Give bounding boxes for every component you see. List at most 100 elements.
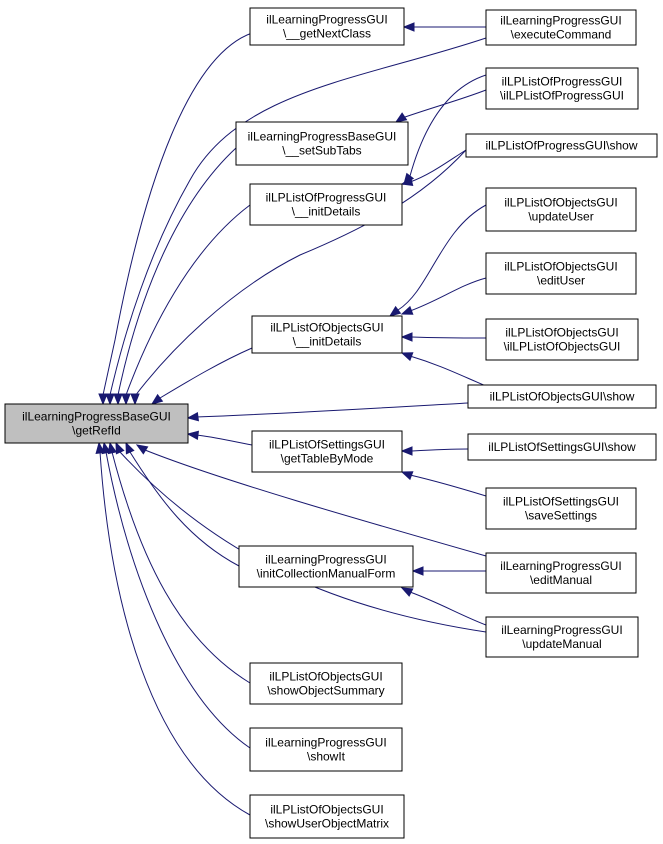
node-label: ilLPListOfProgressGUI	[502, 75, 623, 89]
node-label: ilLearningProgressGUI	[500, 559, 621, 573]
node-label: ilLPListOfProgressGUI	[266, 191, 387, 205]
node-n1[interactable]: ilLearningProgressGUI\__getNextClass	[249, 7, 405, 46]
node-label: \editManual	[530, 573, 592, 587]
arrowhead	[150, 393, 164, 405]
node-r1[interactable]: ilLearningProgressGUI\executeCommand	[485, 9, 637, 46]
node-box	[4, 403, 189, 444]
node-box	[249, 183, 403, 226]
node-n9[interactable]: ilLPListOfObjectsGUI\showUserObjectMatri…	[249, 794, 405, 839]
node-root[interactable]: ilLearningProgressBaseGUI\getRefId	[4, 403, 189, 444]
edge-line	[102, 32, 253, 396]
node-label: \__initDetails	[292, 205, 361, 219]
edge-13	[95, 441, 251, 816]
edge-line	[144, 449, 487, 557]
arrowhead	[105, 393, 115, 406]
node-label: \ilLPListOfObjectsGUI	[504, 340, 621, 354]
node-label: \__getNextClass	[283, 27, 371, 41]
arrowhead	[400, 471, 414, 481]
node-n4[interactable]: ilLPListOfObjectsGUI\__initDetails	[251, 315, 403, 354]
edge-12	[101, 441, 251, 749]
edge-line	[411, 336, 487, 339]
node-r5[interactable]: ilLPListOfObjectsGUI\editUser	[485, 252, 637, 295]
node-box	[465, 133, 658, 158]
node-n7[interactable]: ilLPListOfObjectsGUI\showObjectSummary	[249, 662, 403, 705]
node-label: \getTableByMode	[281, 452, 374, 466]
edge-line	[109, 37, 487, 396]
edge-5	[150, 347, 253, 405]
edge-line	[111, 451, 251, 684]
arrowhead	[113, 393, 123, 406]
node-label: ilLearningProgressGUI	[265, 736, 386, 750]
arrowhead	[186, 411, 200, 422]
edge-4	[130, 149, 467, 406]
edge-9	[125, 441, 240, 567]
edge-25	[400, 587, 487, 626]
node-n8[interactable]: ilLearningProgressGUI\showIt	[249, 727, 403, 772]
edge-line	[119, 451, 487, 633]
arrowhead	[186, 430, 200, 441]
node-label: \__initDetails	[293, 335, 362, 349]
node-label: ilLearningProgressBaseGUI	[22, 410, 171, 424]
node-r6[interactable]: ilLPListOfObjectsGUI\ilLPListOfObjectsGU…	[485, 318, 639, 361]
edge-6	[186, 402, 469, 422]
node-box	[485, 67, 639, 110]
edge-line	[117, 147, 237, 396]
node-label: ilLPListOfSettingsGUI	[503, 495, 619, 509]
edge-line	[99, 451, 251, 816]
node-label: ilLearningProgressGUI	[500, 14, 621, 28]
node-r8[interactable]: ilLPListOfSettingsGUI\show	[467, 433, 657, 461]
node-label: ilLearningProgressGUI	[501, 623, 622, 637]
node-n6[interactable]: ilLearningProgressGUI\initCollectionManu…	[238, 545, 414, 588]
node-label: ilLearningProgressBaseGUI	[248, 130, 397, 144]
arrowhead	[115, 441, 125, 455]
node-r9[interactable]: ilLPListOfSettingsGUI\saveSettings	[485, 487, 637, 530]
node-label: \ilLPListOfProgressGUI	[500, 89, 624, 103]
node-label: \executeCommand	[511, 28, 612, 42]
node-label: \__setSubTabs	[282, 144, 361, 158]
node-n5[interactable]: ilLPListOfSettingsGUI\getTableByMode	[251, 430, 403, 473]
node-box	[485, 252, 637, 295]
edge-line	[411, 448, 469, 452]
node-box	[235, 121, 409, 166]
node-r3[interactable]: ilLPListOfProgressGUI\show	[465, 133, 658, 158]
edge-3	[121, 204, 251, 406]
node-r10[interactable]: ilLearningProgressGUI\editManual	[485, 552, 637, 594]
edge-line	[409, 474, 487, 497]
node-label: ilLPListOfObjectsGUI	[504, 196, 617, 210]
node-label: \updateUser	[528, 210, 593, 224]
edge-15	[394, 89, 487, 123]
node-r11[interactable]: ilLearningProgressGUI\updateManual	[485, 616, 639, 658]
edge-line	[409, 277, 487, 312]
node-n2[interactable]: ilLearningProgressBaseGUI\__setSubTabs	[235, 121, 409, 166]
node-r4[interactable]: ilLPListOfObjectsGUI\updateUser	[485, 187, 637, 232]
edge-2	[113, 147, 237, 406]
arrowhead	[400, 176, 414, 187]
node-box	[249, 7, 405, 46]
node-box	[249, 727, 403, 772]
node-box	[467, 384, 657, 409]
node-box	[485, 616, 639, 658]
edge-line	[195, 402, 469, 418]
node-label: ilLPListOfObjectsGUI	[504, 260, 617, 274]
arrowhead	[121, 393, 131, 406]
node-box	[467, 433, 657, 461]
arrowhead	[107, 441, 117, 455]
node-n3[interactable]: ilLPListOfProgressGUI\__initDetails	[249, 183, 403, 226]
node-label: \updateManual	[522, 637, 601, 651]
arrowhead	[130, 393, 140, 406]
arrowhead	[411, 566, 424, 576]
edge-18	[388, 204, 487, 317]
node-label: ilLearningProgressGUI	[266, 13, 387, 27]
edge-line	[195, 434, 253, 446]
arrowhead	[400, 446, 413, 456]
arrowhead	[400, 332, 413, 342]
edge-line	[159, 347, 253, 399]
node-box	[249, 662, 403, 705]
node-label: ilLPListOfObjectsGUI	[269, 670, 382, 684]
node-label: \getRefId	[72, 424, 121, 438]
edge-line	[105, 451, 251, 749]
node-r7[interactable]: ilLPListOfObjectsGUI\show	[467, 384, 657, 409]
edge-20	[400, 332, 487, 342]
node-r2[interactable]: ilLPListOfProgressGUI\ilLPListOfProgress…	[485, 67, 639, 110]
